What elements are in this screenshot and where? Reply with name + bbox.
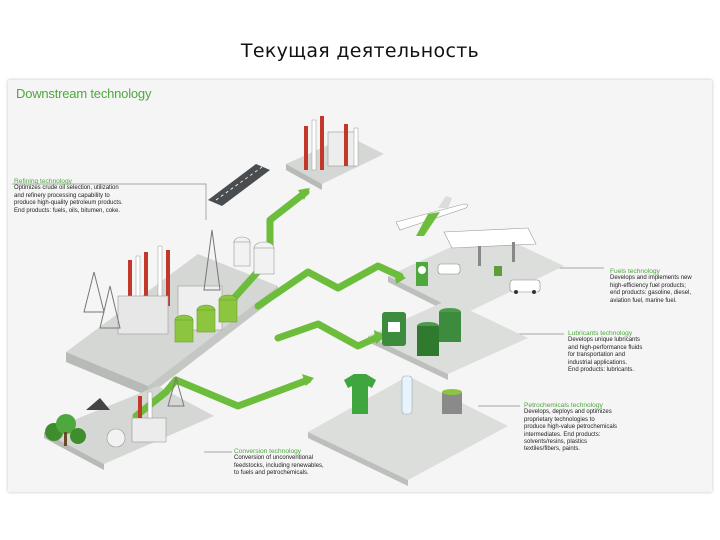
green-arrows [132,188,404,420]
panel-title: Downstream technology [16,86,152,101]
refinery-structures [83,229,275,343]
callout-refining-desc: Optimizes crude oil selection, utilizati… [14,185,123,214]
callout-conversion-title: Conversion technology [234,448,302,455]
callout-fuels-title: Fuels technology [610,268,660,275]
petrochemical-products-icon [344,374,462,415]
callout-lubricants-desc: Develops unique lubricants and high-perf… [568,337,643,374]
refinery-platform [66,254,278,396]
upper-plant-structures [304,116,359,171]
downstream-illustration [12,116,604,486]
callout-lubricants-title: Lubricants technology [568,330,633,337]
callout-lubricants: Lubricants technology Develops unique lu… [568,330,680,374]
callout-refining: Refining technology Optimizes crude oil … [14,178,164,215]
airplane-icon [395,196,468,236]
callout-fuels: Fuels technology Develops and implements… [610,268,708,305]
arrow-heads [298,188,406,386]
callout-conversion: Conversion technology Conversion of unco… [234,448,364,478]
callout-petrochemicals-title: Petrochemicals technology [524,402,603,409]
conversion-plant [45,376,185,448]
fuel-station-icon [416,227,541,294]
diagram-panel: Downstream technology [8,80,712,492]
callout-fuels-desc: Develops and implements new high-efficie… [610,275,692,304]
callout-petrochemicals-desc: Develops, deploys and optimizes propriet… [524,409,618,453]
callout-conversion-desc: Conversion of unconventional feedstocks,… [234,455,324,477]
callout-petrochemicals: Petrochemicals technology Develops, depl… [524,402,642,454]
lubricant-products-icon [382,308,461,356]
callout-refining-title: Refining technology [14,178,72,185]
slide-title: Текущая деятельность [240,40,480,62]
road [208,164,270,206]
